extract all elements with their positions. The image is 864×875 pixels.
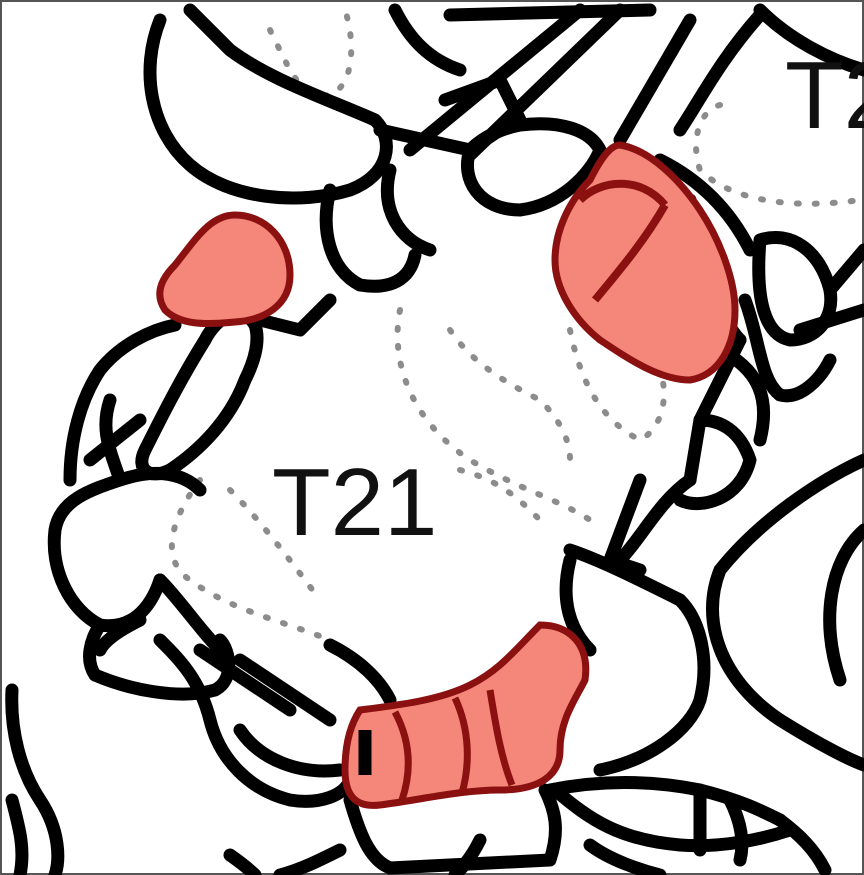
region-label-t21: T21 — [272, 449, 437, 556]
region-label-t2-partial: T2 — [785, 42, 864, 149]
